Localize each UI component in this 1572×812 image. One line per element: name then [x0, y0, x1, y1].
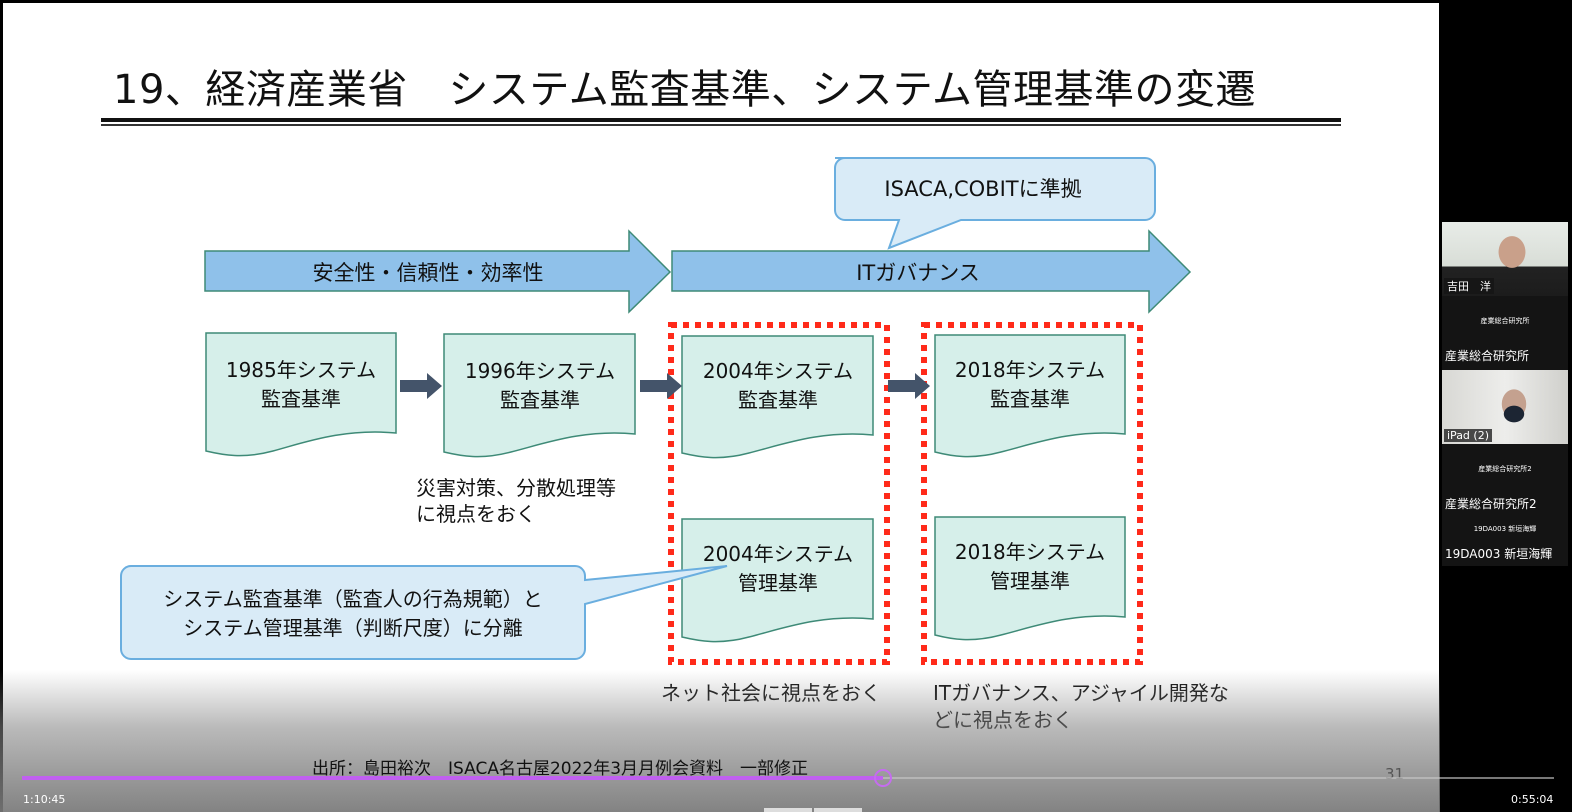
participant-name: 産業総合研究所	[1445, 349, 1530, 363]
control-tab[interactable]	[764, 808, 812, 812]
title-underline	[101, 118, 1341, 122]
slide-title: 19、経済産業省 システム監査基準、システム管理基準の変遷	[113, 67, 1256, 113]
note-1996-line1: 災害対策、分散処理等	[416, 476, 616, 500]
time-remaining: 0:55:04	[1511, 793, 1554, 806]
doc-line2: 監査基準	[738, 388, 818, 412]
doc-1985-audit-standard: 1985年システム 監査基準	[205, 332, 397, 457]
doc-shape	[443, 333, 636, 458]
participant-name: iPad (2)	[1444, 429, 1492, 442]
doc-2004-management-standard: 2004年システム 管理基準	[681, 518, 874, 643]
callout-separation-line2: システム管理基準（判断尺度）に分離	[183, 616, 522, 640]
doc-shape	[681, 335, 874, 459]
participant-center-name: 産業総合研究所	[1480, 317, 1530, 325]
doc-2004-audit-standard: 2004年システム 監査基準	[681, 335, 874, 459]
doc-line2: 監査基準	[500, 388, 580, 412]
title-underline-thin	[101, 124, 1341, 126]
note-2018-line2: どに視点をおく	[933, 708, 1073, 732]
doc-line2: 監査基準	[990, 387, 1070, 411]
note-2018-line1: ITガバナンス、アジャイル開発な	[933, 681, 1229, 705]
slide-source-note: 出所：島田裕次 ISACA名古屋2022年3月月例会資料 一部修正	[312, 759, 809, 779]
doc-line1: 1996年システム	[465, 359, 615, 383]
doc-2018-audit-standard: 2018年システム 監査基準	[934, 334, 1126, 458]
callout-separation-line1: システム監査基準（監査人の行為規範）と	[163, 587, 542, 611]
arrow-it-governance-shape	[671, 229, 1192, 314]
callout-separation-shape	[120, 565, 728, 660]
doc-line1: 2004年システム	[703, 542, 853, 566]
callout-isaca: ISACA,COBITに準拠	[834, 157, 1156, 250]
doc-line1: 2004年システム	[703, 359, 853, 383]
participant-tile[interactable]: 産業総合研究所 産業総合研究所	[1442, 296, 1568, 370]
slide-page-number: 31	[1385, 765, 1405, 783]
participant-name: 吉田 洋	[1444, 278, 1494, 294]
doc-line2: 監査基準	[261, 387, 341, 411]
presentation-slide: 19、経済産業省 システム監査基準、システム管理基準の変遷 ISACA,COBI…	[3, 3, 1439, 812]
arrow-it-governance: ITガバナンス	[671, 229, 1192, 314]
doc-line2: 管理基準	[990, 569, 1070, 593]
participant-tile[interactable]: 吉田 洋	[1442, 222, 1568, 296]
note-1996-line2: に視点をおく	[416, 502, 536, 526]
frame-2004	[668, 322, 890, 665]
time-elapsed: 1:10:45	[23, 793, 66, 806]
timeline-diagram: ISACA,COBITに準拠 安全性・信頼性・効率性 ITガバナンス 1985年…	[120, 157, 1229, 732]
participants-panel: 吉田 洋 産業総合研究所 産業総合研究所 iPad (2) 産業総合研究所2 産…	[1442, 222, 1568, 566]
doc-line1: 2018年システム	[955, 358, 1105, 382]
doc-shape	[205, 332, 397, 457]
participant-tile[interactable]: 産業総合研究所2 産業総合研究所2	[1442, 444, 1568, 518]
callout-separation: システム監査基準（監査人の行為規範）と システム管理基準（判断尺度）に分離	[120, 565, 728, 660]
arrow-it-governance-label: ITガバナンス	[856, 261, 980, 285]
doc-line2: 管理基準	[738, 571, 818, 595]
frame-2018	[921, 322, 1143, 665]
participant-tile[interactable]: iPad (2)	[1442, 370, 1568, 444]
note-2004: ネット社会に視点をおく	[661, 681, 881, 705]
doc-1996-audit-standard: 1996年システム 監査基準	[443, 333, 636, 458]
participant-center-name: 19DA003 新垣海輝	[1473, 525, 1537, 533]
seek-bar-thumb[interactable]	[873, 769, 892, 787]
participant-tile[interactable]: 19DA003 新垣海輝 19DA003 新垣海輝	[1442, 518, 1568, 566]
doc-shape	[681, 518, 874, 643]
doc-shape	[934, 516, 1126, 641]
doc-shape	[934, 334, 1126, 458]
control-tab[interactable]	[814, 808, 862, 812]
participant-name: 産業総合研究所2	[1445, 497, 1537, 511]
participant-name: 19DA003 新垣海輝	[1445, 547, 1553, 561]
connector-arrow-icon	[888, 373, 930, 399]
connector-arrow-icon	[400, 373, 442, 399]
participant-center-name: 産業総合研究所2	[1478, 465, 1532, 473]
arrow-safety-label: 安全性・信頼性・効率性	[313, 261, 544, 285]
arrow-safety-shape	[204, 229, 672, 314]
arrow-safety: 安全性・信頼性・効率性	[204, 229, 672, 314]
connector-arrow-icon	[640, 373, 682, 399]
doc-line1: 1985年システム	[226, 358, 376, 382]
doc-line1: 2018年システム	[955, 540, 1105, 564]
doc-2018-management-standard: 2018年システム 管理基準	[934, 516, 1126, 641]
callout-isaca-text: ISACA,COBITに準拠	[884, 177, 1081, 201]
callout-isaca-shape	[834, 157, 1156, 250]
seek-bar-progress	[22, 776, 883, 780]
